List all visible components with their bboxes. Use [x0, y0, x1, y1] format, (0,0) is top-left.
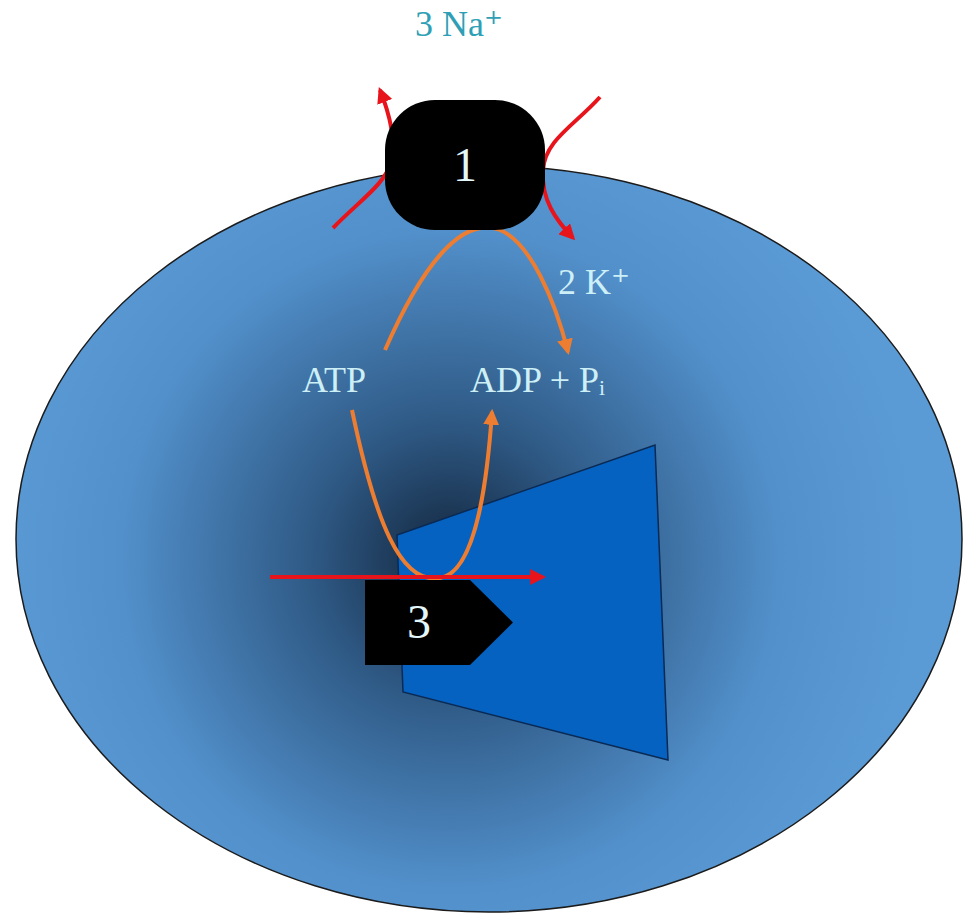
callout-number: 3	[407, 596, 431, 649]
motor-head: 3	[365, 580, 513, 665]
molecule-label: ADP + Pᵢ	[470, 360, 605, 401]
pump-outline	[385, 100, 545, 230]
ion-label: 3 Na⁺	[415, 4, 503, 45]
molecule-label: ATP	[302, 360, 366, 401]
atp-hydrolysis-arrow	[352, 410, 492, 579]
ion-label: 2 K⁺	[558, 262, 630, 303]
atp-hydrolysis-arrow	[385, 228, 568, 352]
potassium-arrow	[543, 97, 600, 238]
cell-membrane	[16, 166, 962, 912]
motor-head-outline	[365, 580, 513, 665]
node-outline	[365, 580, 513, 665]
callout-number: 1	[453, 139, 477, 192]
pump-protein: 1	[385, 100, 545, 230]
sodium-arrow	[333, 90, 393, 228]
movement-arrow	[270, 575, 543, 579]
